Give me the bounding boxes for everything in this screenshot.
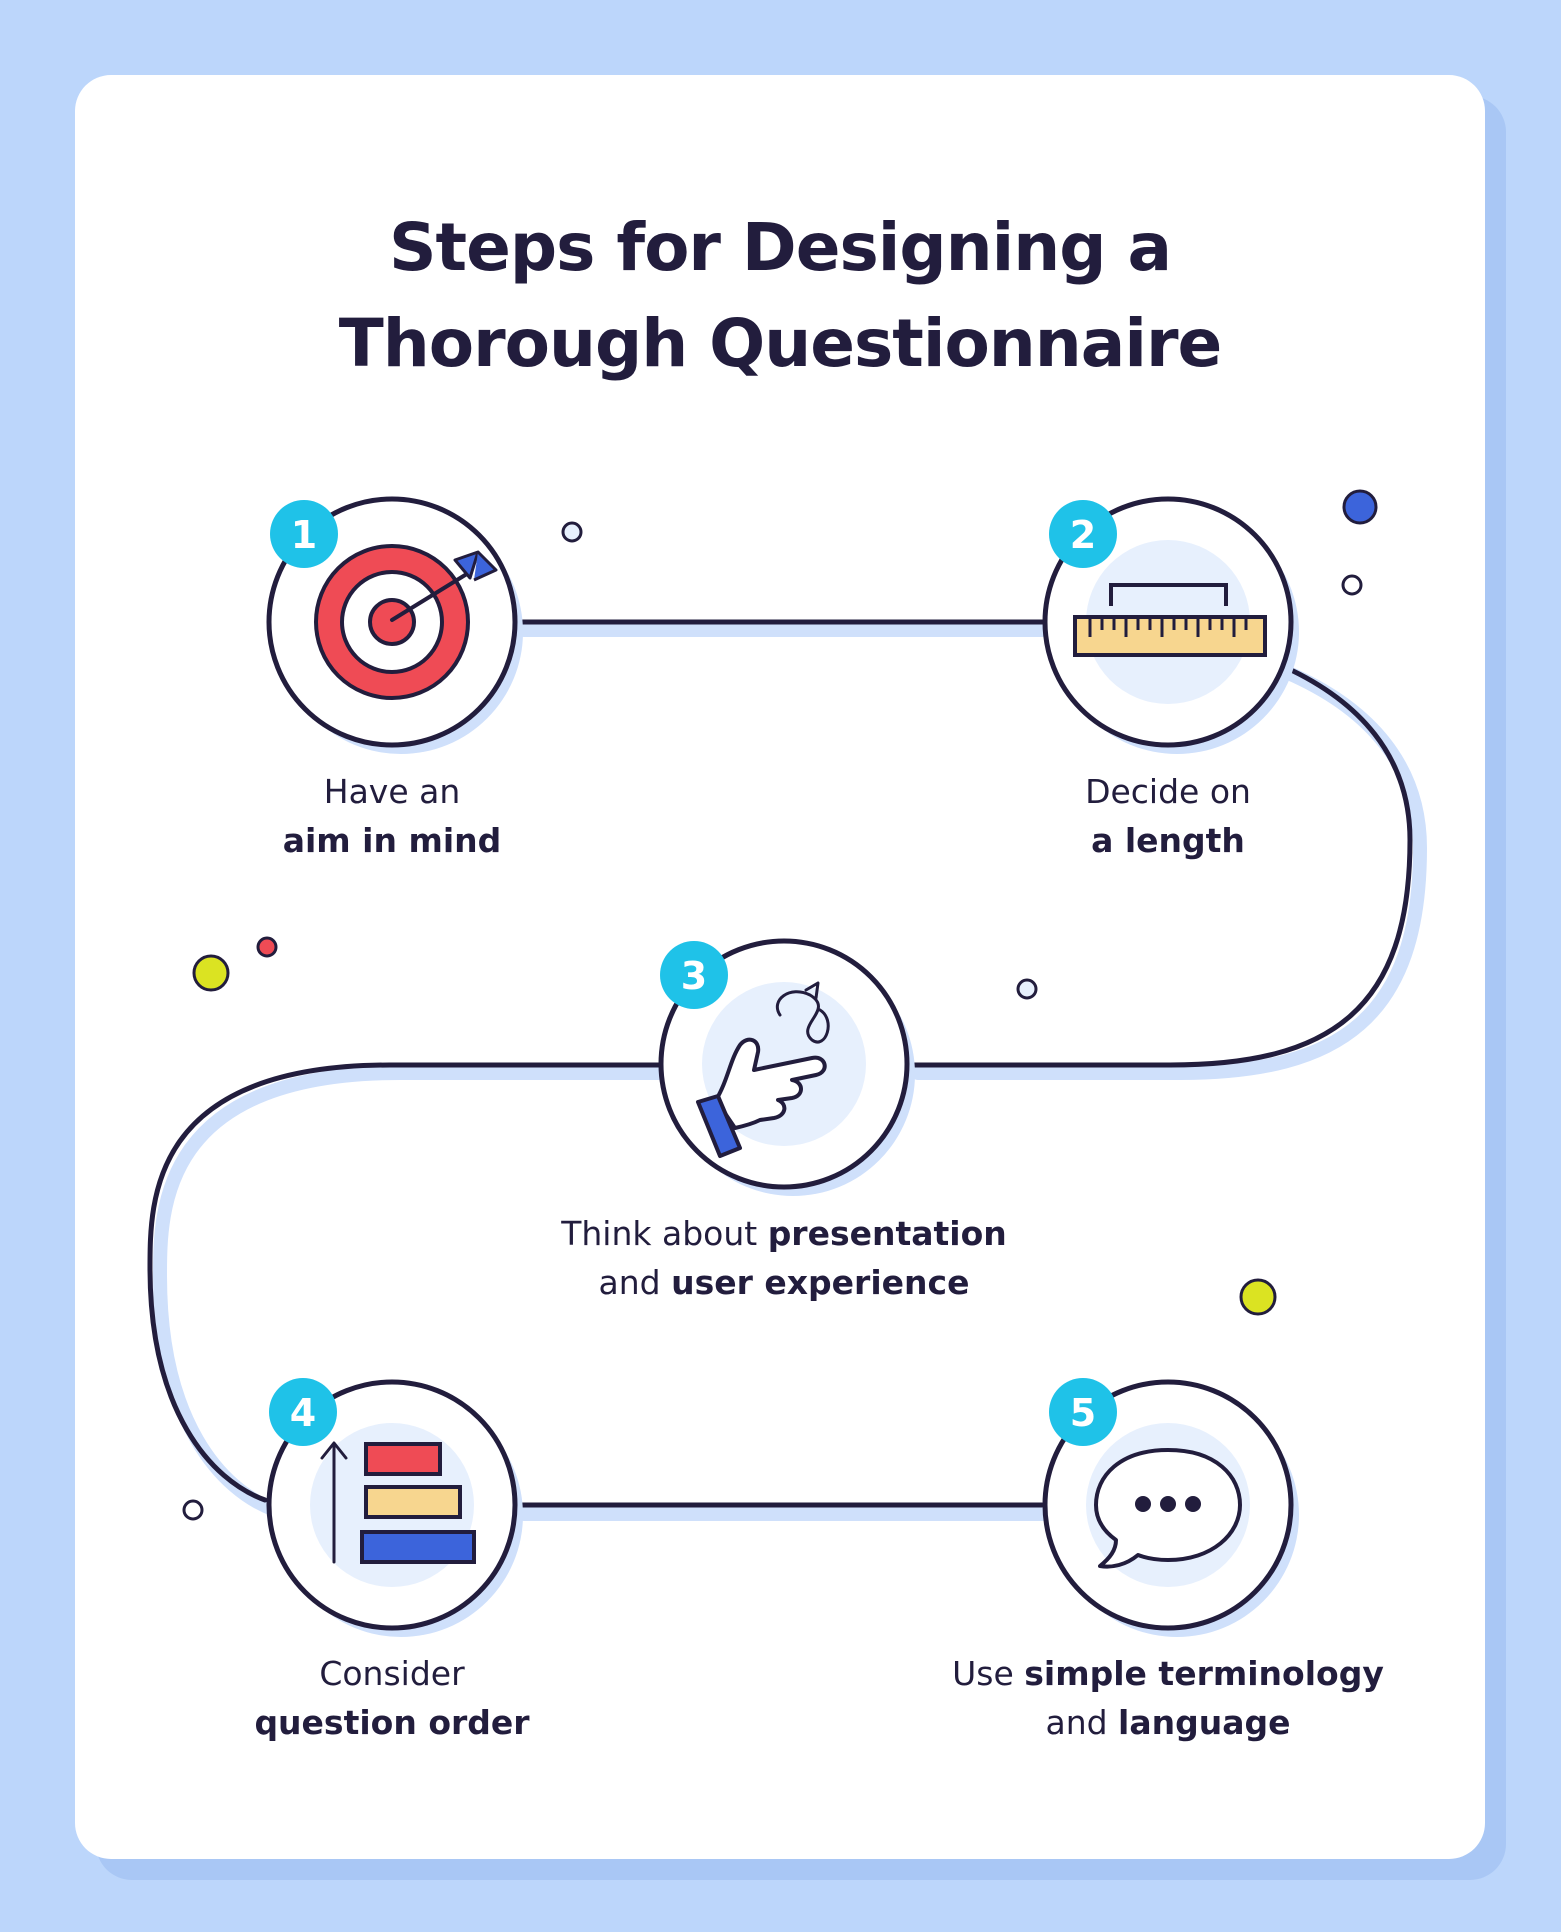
step-badge	[660, 941, 728, 1009]
label-line-1: Think about presentation	[561, 1214, 1007, 1253]
step-1-node: 1	[266, 496, 523, 754]
title-line-1: Steps for Designing a	[389, 209, 1172, 286]
title-line-2: Thorough Questionnaire	[338, 305, 1223, 382]
label-line-2: aim in mind	[282, 821, 502, 860]
decor-dot	[192, 954, 230, 992]
step-5-label: Use simple terminology and language	[888, 1649, 1448, 1747]
decor-dot	[561, 521, 583, 543]
ordered-bars-icon	[320, 1441, 476, 1564]
label-line-2: and language	[1045, 1703, 1291, 1742]
page-title: Steps for Designing a Thorough Questionn…	[75, 200, 1485, 392]
decor-dot	[1342, 489, 1378, 525]
step-number: 4	[290, 1391, 316, 1435]
step-5-node: 5	[1042, 1378, 1299, 1637]
step-badge	[1049, 500, 1117, 568]
decor-dot	[1341, 574, 1363, 596]
step-4-label: Consider question order	[192, 1649, 592, 1747]
step-3-node: 3	[658, 938, 915, 1196]
step-badge	[1049, 1378, 1117, 1446]
step-3-label: Think about presentation and user experi…	[494, 1209, 1074, 1307]
pointing-hand-icon	[696, 981, 830, 1158]
step-number: 1	[291, 513, 317, 557]
step-1-label: Have an aim in mind	[192, 767, 592, 865]
decor-dot	[1239, 1278, 1277, 1316]
label-line-1: Use simple terminology	[952, 1654, 1384, 1693]
label-line-1: Consider	[319, 1654, 465, 1693]
decor-dot	[182, 1499, 204, 1521]
label-line-2: and user experience	[598, 1263, 970, 1302]
step-badge	[269, 1378, 337, 1446]
ruler-icon	[1073, 583, 1267, 657]
step-2-node: 2	[1042, 496, 1299, 754]
step-4-node: 4	[266, 1378, 523, 1637]
step-number: 5	[1070, 1391, 1096, 1435]
decor-dot	[1016, 978, 1038, 1000]
label-line-1: Have an	[323, 772, 461, 811]
speech-bubble-icon	[1094, 1448, 1242, 1569]
label-line-1: Decide on	[1085, 772, 1251, 811]
target-icon	[314, 544, 498, 700]
decor-dot	[256, 936, 278, 958]
step-badge	[270, 500, 338, 568]
step-number: 3	[681, 954, 707, 998]
step-2-label: Decide on a length	[968, 767, 1368, 865]
label-line-2: question order	[254, 1703, 530, 1742]
label-line-2: a length	[1091, 821, 1245, 860]
step-number: 2	[1070, 513, 1096, 557]
